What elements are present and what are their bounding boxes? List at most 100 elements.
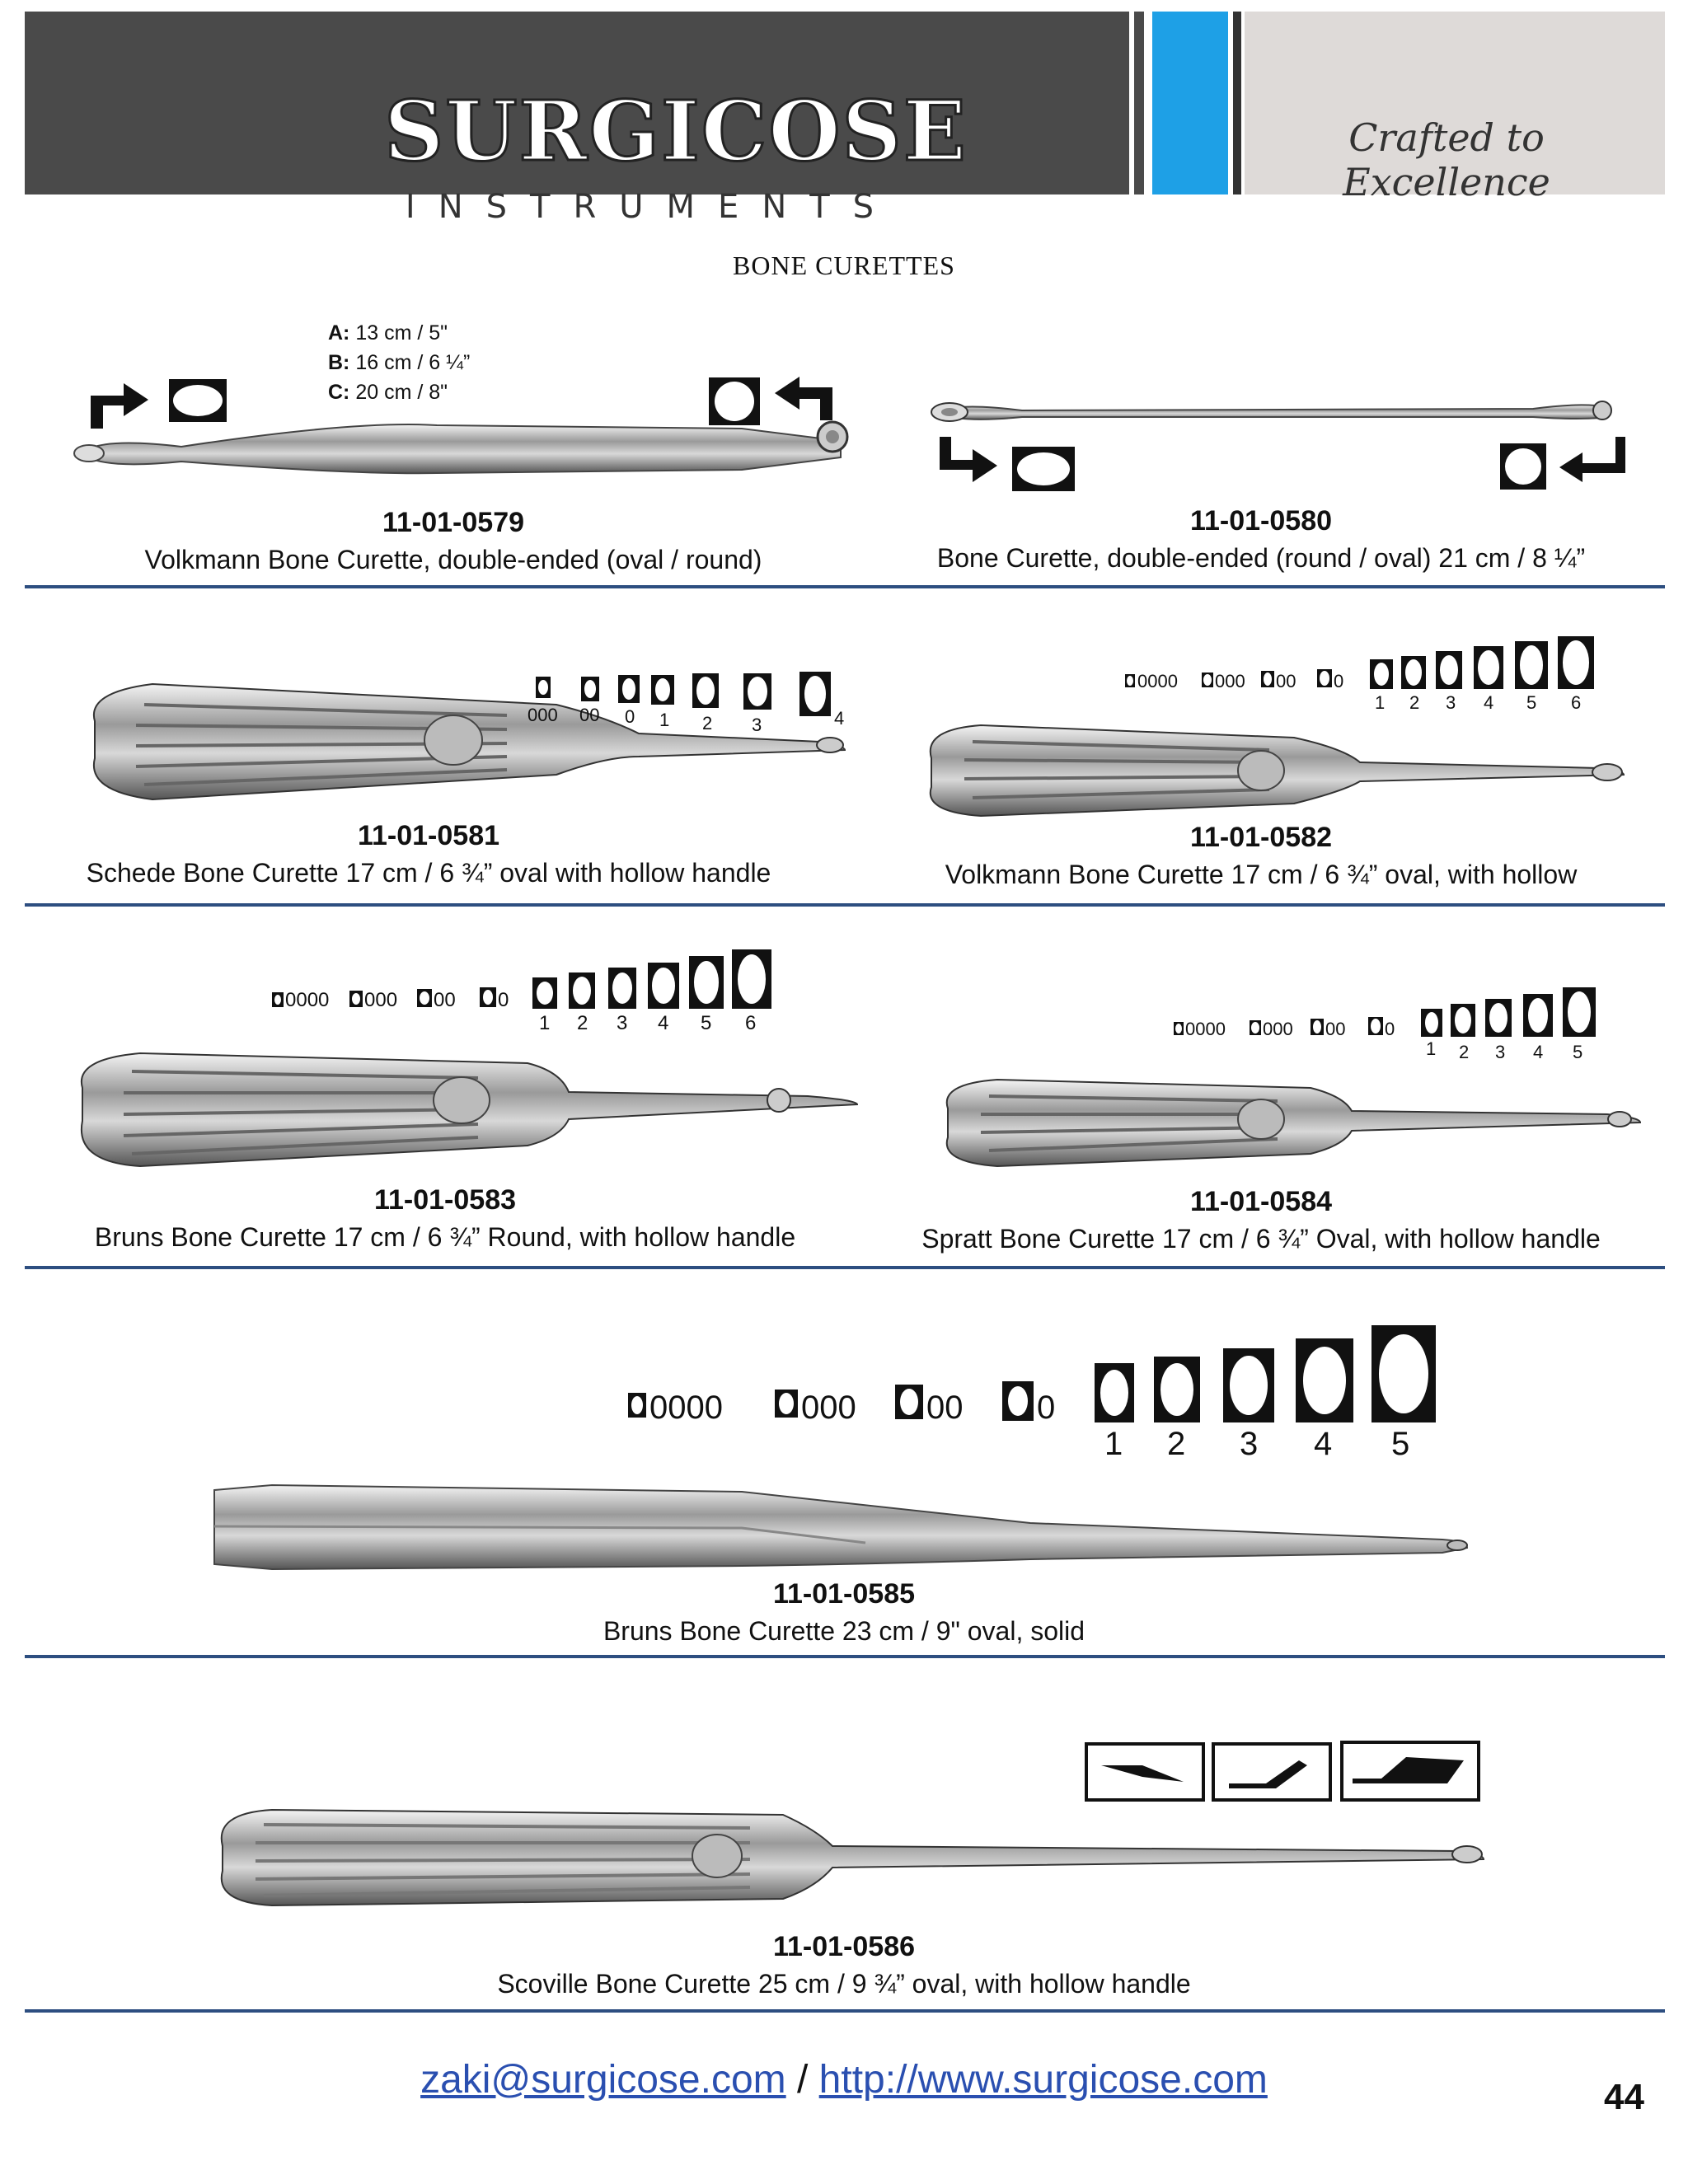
size-label: 2 xyxy=(1459,1042,1470,1062)
size-chart-0585: 0000 000 00 0 1 2 3 4 5 xyxy=(626,1324,1451,1472)
size-label: 00 xyxy=(1276,671,1296,691)
size-label: 00 xyxy=(579,705,600,725)
size-label: 3 xyxy=(617,1012,628,1034)
curette-image-0583 xyxy=(80,1052,859,1168)
size-spec-value: 20 cm / 8" xyxy=(355,381,448,404)
size-label: 2 xyxy=(577,1012,588,1034)
logo-text: SURGICOSE xyxy=(383,82,968,181)
size-label: 00 xyxy=(926,1390,964,1426)
size-label: 3 xyxy=(752,715,762,735)
curette-image-0579 xyxy=(73,377,849,475)
size-label: 0000 xyxy=(1185,1019,1226,1039)
product-description: Bone Curette, double-ended (round / oval… xyxy=(936,543,1586,573)
footer-separator: / xyxy=(796,2058,809,2102)
email-link[interactable]: zaki@surgicose.com xyxy=(420,2058,786,2102)
curette-image-0580 xyxy=(931,401,1625,491)
size-spec-key: B: xyxy=(328,351,350,374)
size-label: 1 xyxy=(539,1012,551,1034)
size-label: 00 xyxy=(434,989,456,1011)
size-label: 2 xyxy=(1167,1426,1186,1462)
product-code: 11-01-0583 xyxy=(373,1184,517,1216)
product-caption-0579: 11-01-0579 Volkmann Bone Curette, double… xyxy=(82,504,824,579)
footer-contact: zaki@surgicose.com / http://www.surgicos… xyxy=(0,2057,1688,2102)
size-label: 4 xyxy=(1484,692,1494,713)
size-spec-key: C: xyxy=(328,381,350,404)
size-label: 000 xyxy=(1215,671,1245,691)
product-code: 11-01-0582 xyxy=(1189,822,1333,853)
size-label: 6 xyxy=(1571,692,1582,713)
size-label: 6 xyxy=(745,1012,757,1034)
section-divider xyxy=(25,1266,1665,1269)
curette-image-0581 xyxy=(92,682,846,801)
product-caption-0583: 11-01-0583 Bruns Bone Curette 17 cm / 6 … xyxy=(49,1182,841,1256)
size-spec-value: 13 cm / 5" xyxy=(355,321,448,344)
size-label: 2 xyxy=(1409,692,1420,713)
product-description: Bruns Bone Curette 17 cm / 6 ¾” Round, w… xyxy=(94,1222,796,1252)
size-label: 000 xyxy=(801,1390,856,1426)
product-code: 11-01-0585 xyxy=(772,1578,916,1610)
logo-subtitle: INSTRUMENTS xyxy=(405,188,898,226)
size-label: 4 xyxy=(658,1012,669,1034)
header-banner xyxy=(25,12,1665,194)
product-description: Spratt Bone Curette 17 cm / 6 ¾” Oval, w… xyxy=(921,1224,1601,1254)
size-label: 0000 xyxy=(1137,671,1178,691)
product-caption-0585: 11-01-0585 Bruns Bone Curette 23 cm / 9"… xyxy=(391,1576,1297,1650)
size-spec-value: 16 cm / 6 ¼” xyxy=(355,351,471,374)
size-spec-key: A: xyxy=(328,321,350,344)
product-description: Volkmann Bone Curette, double-ended (ova… xyxy=(144,545,762,574)
size-label: 3 xyxy=(1446,692,1456,713)
size-spec-row: B: 16 cm / 6 ¼” xyxy=(328,348,470,377)
page-title: BONE CURETTES xyxy=(733,251,955,280)
curette-image-0586 xyxy=(220,1808,1485,1907)
product-code: 11-01-0586 xyxy=(772,1931,916,1962)
product-caption-0581: 11-01-0581 Schede Bone Curette 17 cm / 6… xyxy=(49,818,808,892)
curette-image-0584 xyxy=(945,1078,1642,1168)
size-label: 000 xyxy=(1263,1019,1293,1039)
size-label: 2 xyxy=(702,713,713,733)
size-label: 5 xyxy=(1526,692,1537,713)
size-label: 1 xyxy=(1426,1038,1437,1059)
size-label: 5 xyxy=(1391,1426,1410,1462)
size-label: 0 xyxy=(1385,1019,1395,1039)
page-number: 44 xyxy=(1604,2077,1644,2117)
banner-light-panel xyxy=(1245,12,1665,194)
section-divider xyxy=(25,585,1665,588)
website-link[interactable]: http://www.surgicose.com xyxy=(818,2058,1268,2102)
section-divider xyxy=(25,1655,1665,1658)
size-label: 3 xyxy=(1240,1426,1259,1462)
size-label: 0 xyxy=(1334,671,1344,691)
size-label: 3 xyxy=(1495,1042,1506,1062)
tagline: Crafted to Excellence xyxy=(1343,115,1550,204)
size-label: 0 xyxy=(625,706,635,727)
size-chart-0582: 0000 000 00 0 1 2 3 4 5 6 xyxy=(1121,635,1615,717)
size-label: 0000 xyxy=(649,1390,723,1426)
size-label: 1 xyxy=(659,710,670,730)
size-chart-0583: 0000 000 00 0 1 2 3 4 5 6 xyxy=(264,948,791,1038)
size-label: 5 xyxy=(701,1012,712,1034)
product-code: 11-01-0579 xyxy=(382,507,525,538)
size-label: 4 xyxy=(834,708,845,729)
product-description: Schede Bone Curette 17 cm / 6 ¾” oval wi… xyxy=(86,858,771,888)
product-caption-0582: 11-01-0582 Volkmann Bone Curette 17 cm /… xyxy=(890,819,1632,893)
product-description: Volkmann Bone Curette 17 cm / 6 ¾” oval,… xyxy=(945,860,1578,889)
size-label: 0000 xyxy=(285,989,330,1011)
product-code: 11-01-0584 xyxy=(1189,1186,1333,1217)
size-label: 0 xyxy=(498,989,509,1011)
size-label: 4 xyxy=(1533,1042,1544,1062)
size-label: 1 xyxy=(1375,692,1386,713)
banner-stripe xyxy=(1134,12,1144,194)
size-label: 5 xyxy=(1573,1042,1583,1062)
product-description: Scoville Bone Curette 25 cm / 9 ¾” oval,… xyxy=(497,1969,1191,1999)
product-caption-0580: 11-01-0580 Bone Curette, double-ended (r… xyxy=(890,503,1632,577)
size-label: 000 xyxy=(364,989,398,1011)
banner-stripe xyxy=(1233,12,1241,194)
banner-blue-stripe xyxy=(1152,12,1228,194)
size-label: 0 xyxy=(1037,1390,1056,1426)
size-chart-0584: 0000 000 00 0 1 2 3 4 5 xyxy=(1170,986,1615,1068)
size-spec-row: C: 20 cm / 8" xyxy=(328,377,470,407)
curette-image-0582 xyxy=(929,724,1625,818)
product-caption-0586: 11-01-0586 Scoville Bone Curette 25 cm /… xyxy=(391,1929,1297,2003)
section-divider xyxy=(25,903,1665,907)
size-label: 00 xyxy=(1325,1019,1346,1039)
size-spec-row: A: 13 cm / 5" xyxy=(328,318,470,348)
